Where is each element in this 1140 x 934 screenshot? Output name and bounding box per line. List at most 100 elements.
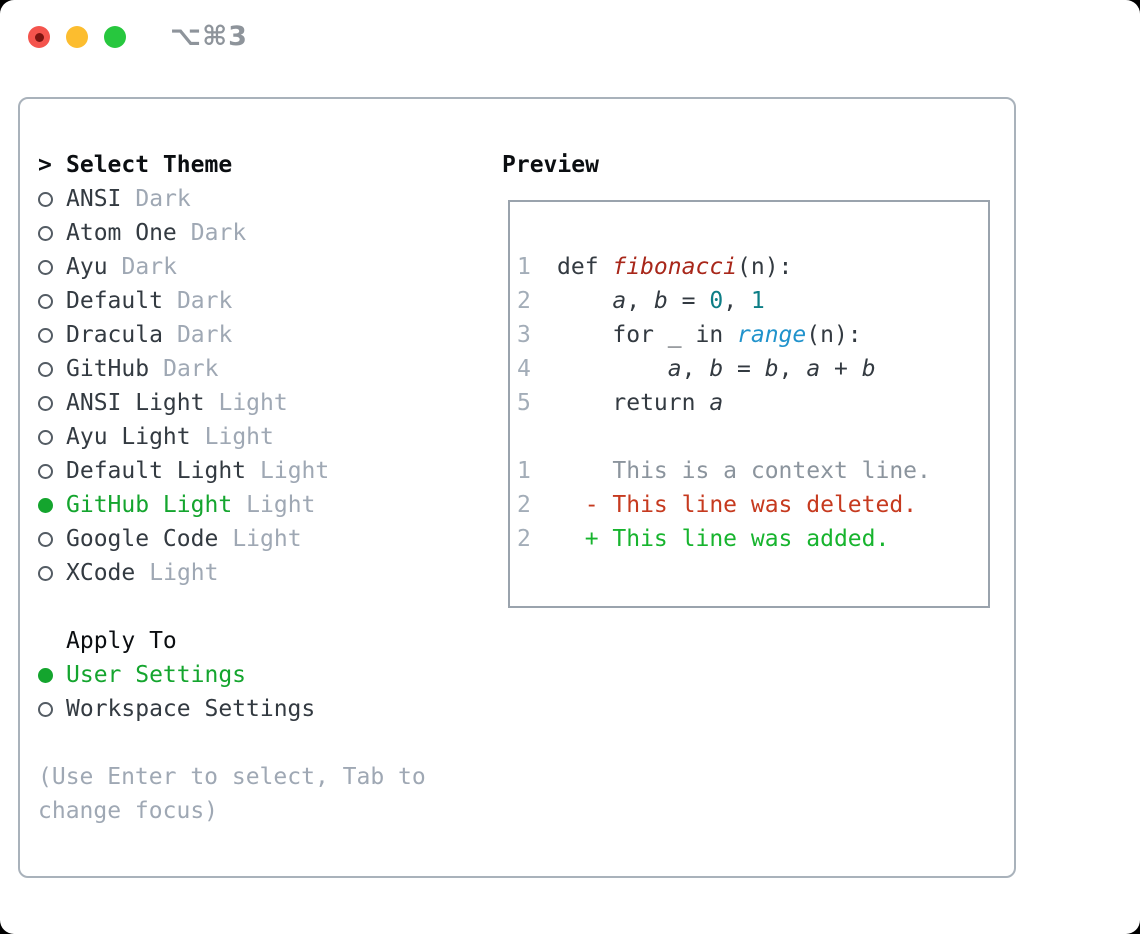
radio-marker bbox=[38, 565, 66, 581]
theme-option-label: Atom One bbox=[66, 220, 177, 246]
code-token-plain: , bbox=[778, 356, 807, 382]
code-token-var: b bbox=[764, 356, 779, 382]
code-token-plain bbox=[557, 352, 668, 386]
code-token-var: b bbox=[861, 356, 876, 382]
radio-icon bbox=[38, 701, 53, 717]
line-number: 2 bbox=[517, 492, 531, 518]
theme-variant-label: Dark bbox=[163, 356, 219, 382]
theme-option-label: Default bbox=[66, 288, 163, 314]
theme-option-label: XCode bbox=[66, 560, 136, 586]
theme-option[interactable]: Ayu Light Light bbox=[38, 420, 426, 454]
theme-variant-label: Dark bbox=[190, 220, 247, 246]
line-number: 5 bbox=[517, 390, 531, 416]
code-token-plain: def bbox=[557, 254, 613, 280]
radio-marker bbox=[38, 667, 66, 683]
radio-icon bbox=[38, 327, 53, 343]
code-token-plain: = bbox=[723, 356, 765, 382]
theme-option[interactable]: XCode Light bbox=[38, 556, 426, 590]
code-token-plain: return bbox=[557, 390, 710, 416]
theme-option[interactable]: GitHub Dark bbox=[38, 352, 426, 386]
theme-option-label: Google Code bbox=[66, 526, 219, 552]
code-token-plain: , bbox=[723, 288, 751, 314]
code-token-plain: for _ in bbox=[557, 322, 738, 348]
code-line bbox=[517, 420, 988, 454]
code-token-var: a bbox=[806, 356, 821, 382]
theme-option[interactable]: Ayu Dark bbox=[38, 250, 426, 284]
line-number: 2 bbox=[517, 288, 531, 314]
theme-option[interactable]: Dracula Dark bbox=[38, 318, 426, 352]
theme-variant-label: Dark bbox=[135, 186, 191, 212]
radio-marker bbox=[38, 463, 66, 479]
theme-variant-label: Dark bbox=[176, 322, 233, 348]
theme-variant-label: Light bbox=[149, 560, 219, 586]
line-number: 4 bbox=[517, 356, 531, 382]
cursor-arrow-icon: > bbox=[38, 152, 52, 178]
theme-option-label: ANSI Light bbox=[66, 390, 205, 416]
theme-variant-label: Dark bbox=[121, 254, 177, 280]
theme-option-label: Ayu bbox=[66, 254, 108, 280]
code-line: 1 This is a context line. bbox=[517, 454, 988, 488]
theme-option[interactable]: ANSI Dark bbox=[38, 182, 426, 216]
radio-icon bbox=[38, 395, 53, 411]
theme-variant-label: Light bbox=[232, 526, 302, 552]
radio-selected-icon bbox=[38, 497, 53, 513]
theme-option-label: GitHub bbox=[66, 356, 150, 382]
line-number: 2 bbox=[517, 526, 531, 552]
apply-to-option-selected[interactable]: User Settings bbox=[38, 658, 426, 692]
apply-to-option-label: Workspace Settings bbox=[66, 696, 316, 722]
theme-option-label: Ayu Light bbox=[66, 424, 191, 450]
theme-option-label: Dracula bbox=[66, 322, 163, 348]
radio-marker bbox=[38, 701, 66, 717]
code-token-var: b bbox=[709, 356, 724, 382]
code-token-number: 0 bbox=[709, 288, 724, 314]
line-number: 3 bbox=[517, 322, 531, 348]
code-line: 2 + This line was added. bbox=[517, 522, 988, 556]
line-number: 1 bbox=[517, 254, 531, 280]
radio-marker bbox=[38, 395, 66, 411]
theme-option[interactable]: Default Dark bbox=[38, 284, 426, 318]
window-shortcut-label: ⌥⌘3 bbox=[170, 21, 248, 52]
minimize-button[interactable] bbox=[66, 26, 88, 48]
radio-icon bbox=[38, 463, 53, 479]
radio-marker bbox=[38, 259, 66, 275]
code-line: 5 return a bbox=[517, 386, 988, 420]
code-token-number: 1 bbox=[750, 288, 765, 314]
close-button[interactable] bbox=[28, 26, 50, 48]
radio-icon bbox=[38, 429, 53, 445]
code-token-var: b bbox=[653, 288, 668, 314]
radio-icon bbox=[38, 361, 53, 377]
radio-marker bbox=[38, 191, 66, 207]
radio-icon bbox=[38, 225, 53, 241]
hint-text-line: change focus) bbox=[38, 798, 219, 824]
code-token-plain: + bbox=[820, 356, 862, 382]
theme-option-label: ANSI bbox=[66, 186, 122, 212]
code-token-plain: , bbox=[626, 288, 654, 314]
code-token-plain: = bbox=[667, 288, 710, 314]
theme-variant-label: Light bbox=[260, 458, 330, 484]
code-token-plain bbox=[557, 284, 612, 318]
radio-marker bbox=[38, 293, 66, 309]
code-token-plain: (n): bbox=[737, 254, 793, 280]
apply-to-option-label: User Settings bbox=[66, 662, 247, 688]
theme-option[interactable]: Google Code Light bbox=[38, 522, 426, 556]
apply-to-header: Apply To bbox=[38, 624, 426, 658]
radio-icon bbox=[38, 565, 53, 581]
apply-to-option[interactable]: Workspace Settings bbox=[38, 692, 426, 726]
theme-select-title: Select Theme bbox=[66, 152, 233, 178]
radio-marker bbox=[38, 327, 66, 343]
code-token-plain: (n): bbox=[806, 322, 862, 348]
radio-icon bbox=[38, 191, 53, 207]
code-token-var: a bbox=[709, 390, 724, 416]
zoom-button[interactable] bbox=[104, 26, 126, 48]
theme-variant-label: Light bbox=[204, 424, 274, 450]
theme-variant-label: Dark bbox=[176, 288, 233, 314]
radio-icon bbox=[38, 531, 53, 547]
preview-title: Preview bbox=[502, 152, 599, 178]
theme-option[interactable]: Atom One Dark bbox=[38, 216, 426, 250]
